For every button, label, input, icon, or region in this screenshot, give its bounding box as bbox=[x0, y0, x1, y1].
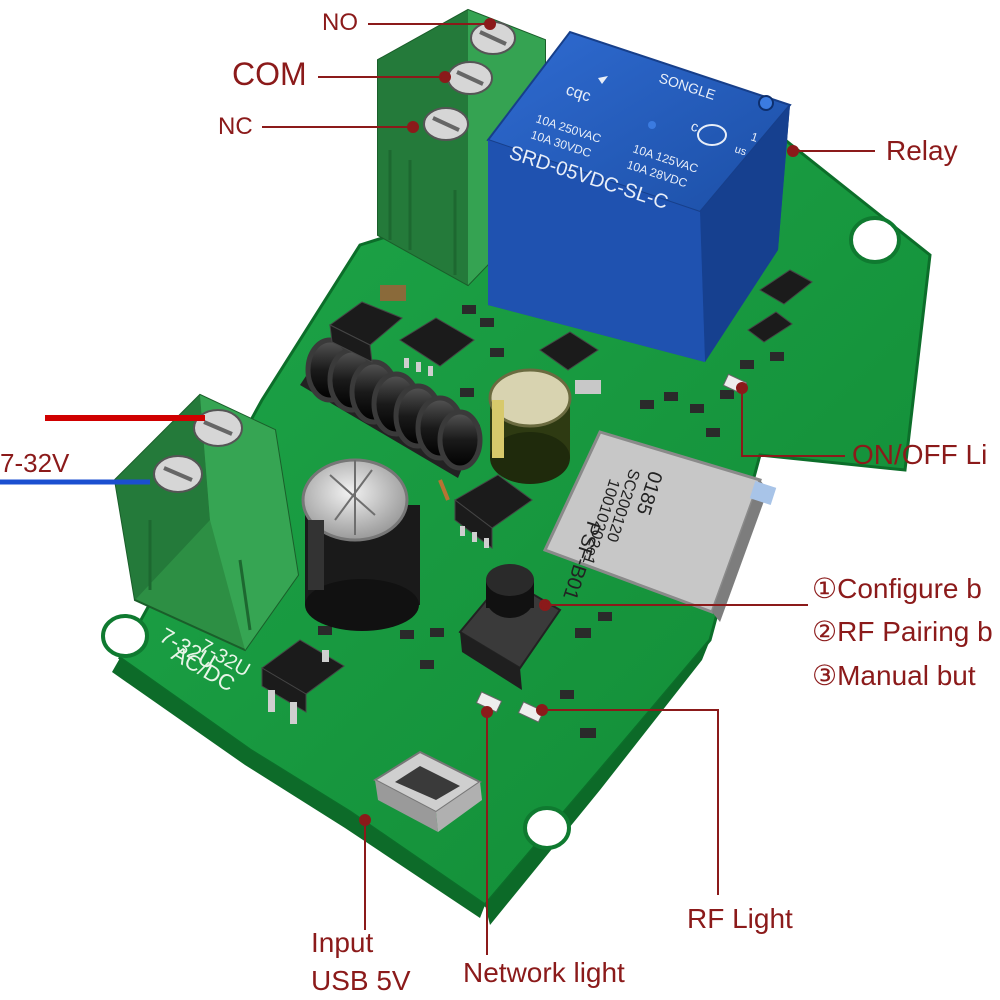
label-com: COM bbox=[232, 56, 307, 92]
relay: cqc SONGLE 10A 250VAC 10A 30VDC 10A 125V… bbox=[486, 30, 792, 362]
capacitor-small bbox=[488, 368, 572, 484]
push-button bbox=[458, 564, 562, 690]
callout-lines bbox=[262, 18, 875, 955]
label-onoff-light: ON/OFF Li bbox=[852, 439, 988, 470]
label-network-light: Network light bbox=[463, 957, 625, 988]
label-rf-pairing-button: ②RF Pairing b bbox=[812, 616, 993, 647]
ics bbox=[261, 269, 813, 713]
power-wires bbox=[0, 415, 205, 485]
relay-ul-c: c bbox=[689, 118, 701, 135]
label-configure-button: ①Configure b bbox=[812, 573, 982, 604]
label-manual-button: ③Manual but bbox=[812, 660, 976, 691]
label-no: NO bbox=[322, 9, 358, 36]
capacitor-large bbox=[301, 458, 420, 631]
relay-cqc-mark: cqc bbox=[564, 82, 593, 106]
wifi-module: 0185 SC200120 10010202e1 PSF-B01 bbox=[542, 430, 777, 622]
label-voltage: 7-32V bbox=[0, 448, 70, 478]
relay-ul-us: us bbox=[733, 143, 748, 158]
relay-ul-one: 1 bbox=[749, 130, 760, 145]
label-usb-5v: USB 5V bbox=[311, 965, 411, 996]
label-nc: NC bbox=[218, 113, 253, 140]
mounting-holes bbox=[101, 216, 901, 850]
label-rf-light: RF Light bbox=[687, 903, 793, 934]
ic-pins bbox=[268, 358, 489, 724]
power-terminal-block bbox=[113, 393, 300, 652]
label-relay: Relay bbox=[886, 135, 958, 166]
label-input: Input bbox=[311, 927, 374, 958]
micro-usb-port bbox=[372, 750, 482, 832]
rf-coil bbox=[300, 337, 483, 501]
